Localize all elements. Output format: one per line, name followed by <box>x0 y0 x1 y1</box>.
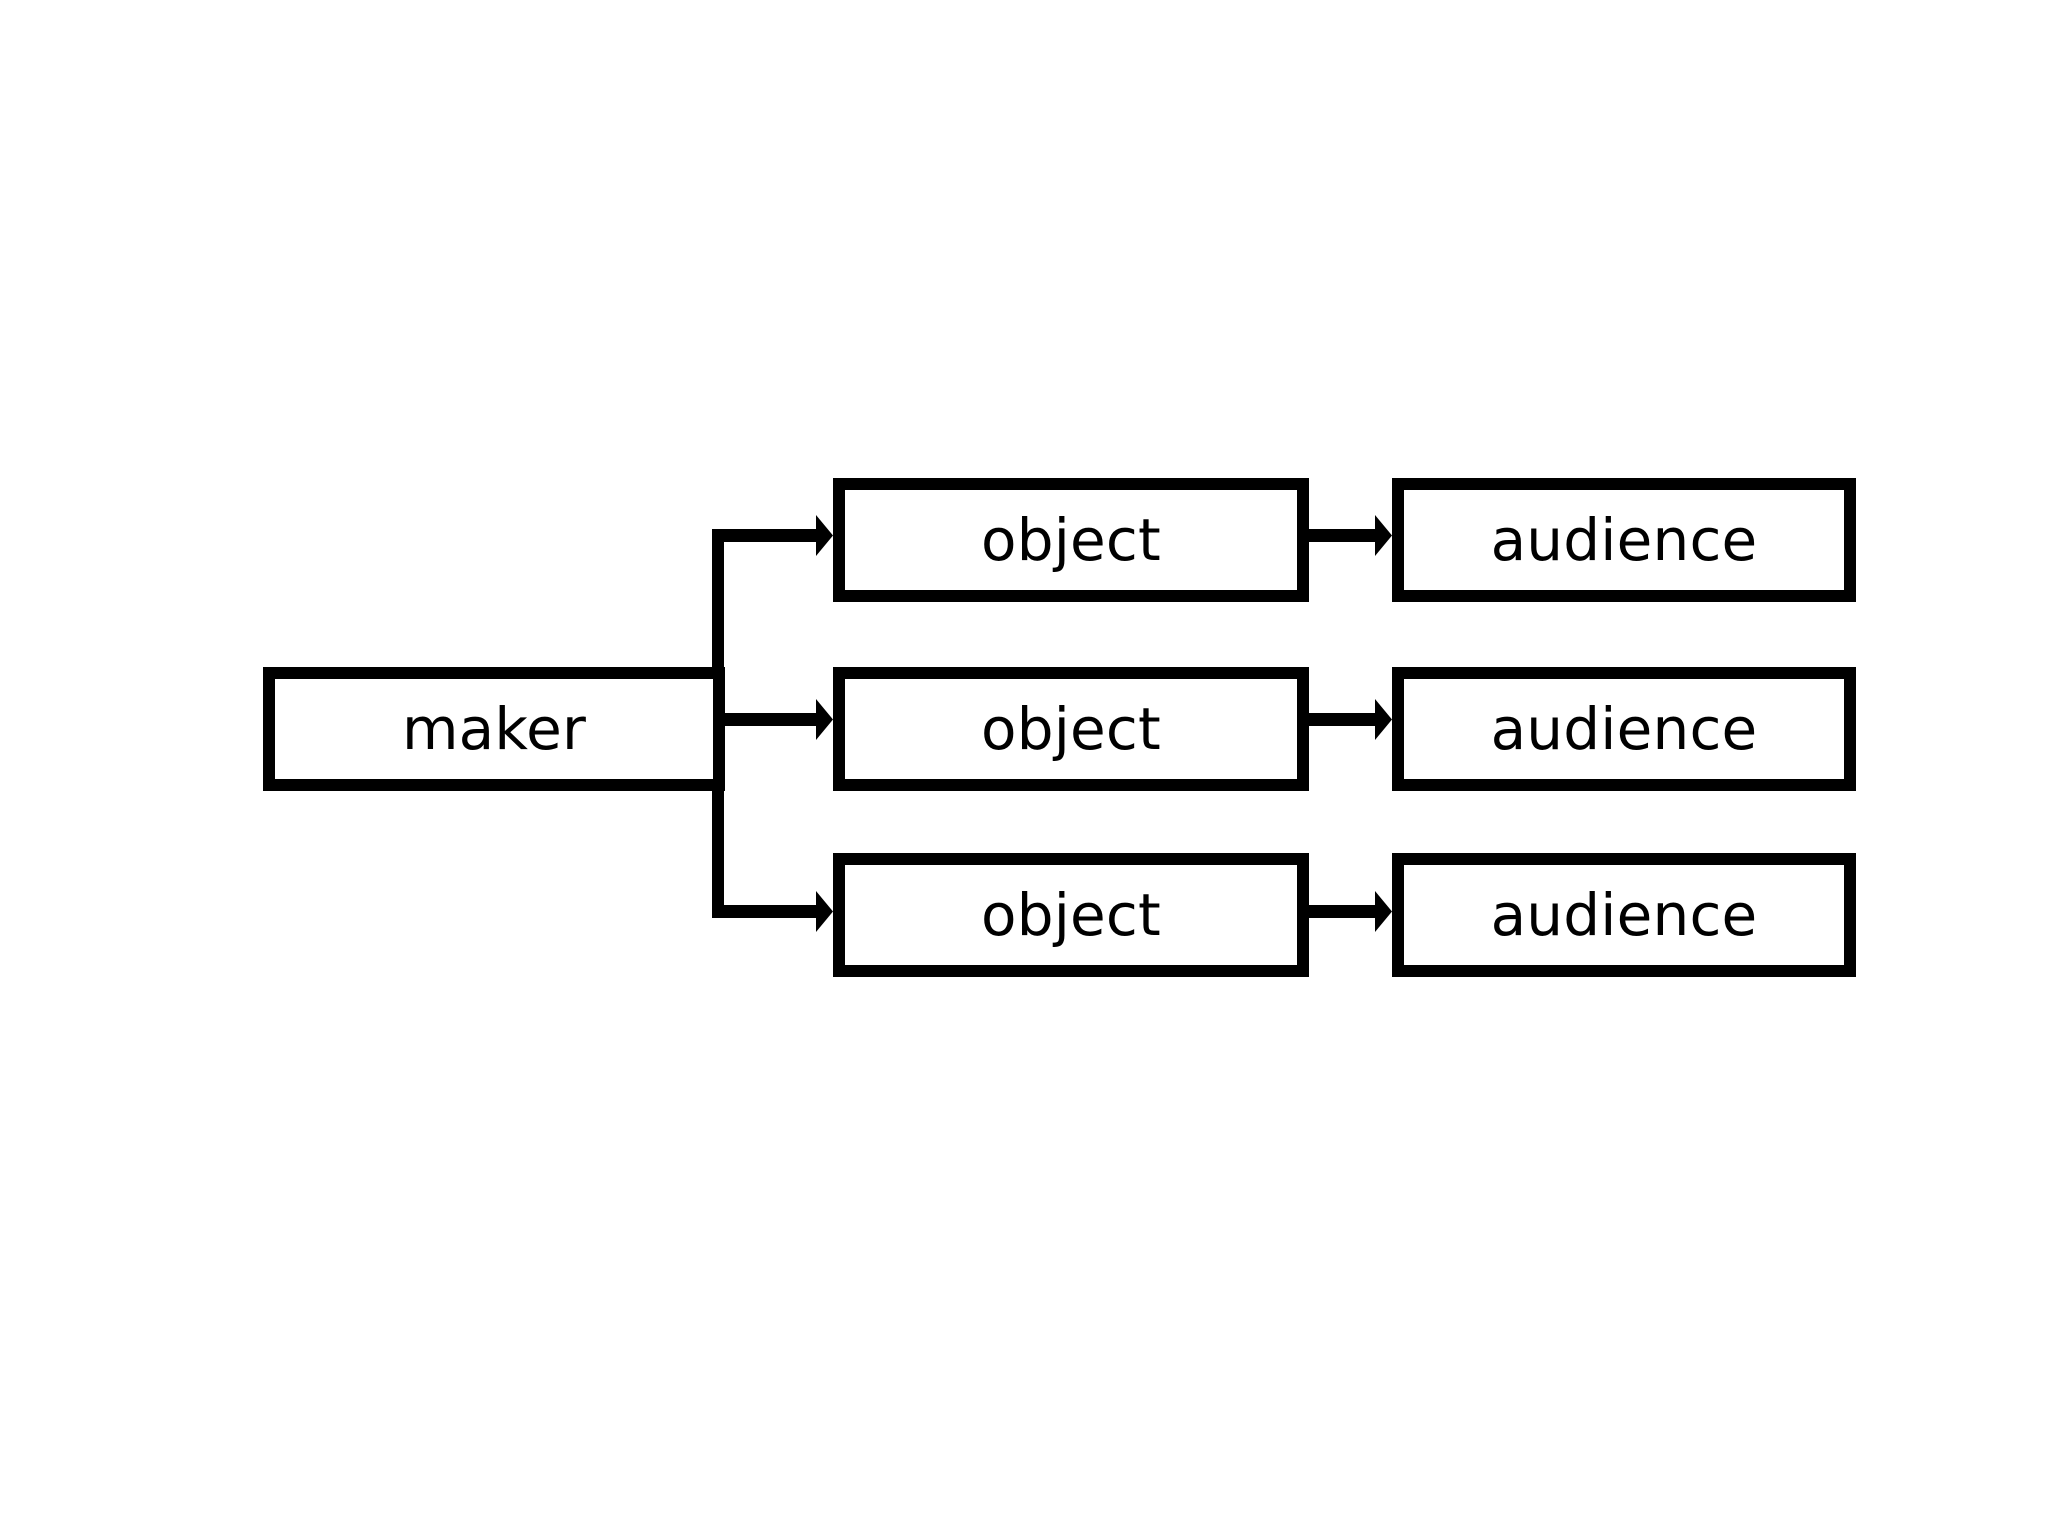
edge-object3-audience3-line <box>1309 905 1381 918</box>
node-object-2[interactable]: object <box>833 667 1309 791</box>
edge-object2-audience2-line <box>1309 713 1381 726</box>
edge-maker-object3-arrowhead <box>816 891 833 932</box>
node-maker[interactable]: maker <box>263 667 725 791</box>
node-audience-2-label: audience <box>1490 695 1758 763</box>
edge-maker-object1-line <box>712 529 820 542</box>
node-object-1[interactable]: object <box>833 478 1309 602</box>
edge-object2-audience2-arrowhead <box>1375 699 1392 740</box>
node-object-1-label: object <box>981 506 1161 574</box>
edge-maker-object3-line <box>712 905 820 918</box>
node-audience-1[interactable]: audience <box>1392 478 1856 602</box>
node-object-3-label: object <box>981 881 1161 949</box>
node-audience-3-label: audience <box>1490 881 1758 949</box>
node-object-2-label: object <box>981 695 1161 763</box>
edge-object1-audience1-arrowhead <box>1375 515 1392 556</box>
edge-object3-audience3-arrowhead <box>1375 891 1392 932</box>
edge-object1-audience1-line <box>1309 529 1381 542</box>
node-audience-3[interactable]: audience <box>1392 853 1856 977</box>
edge-maker-object2-arrowhead <box>816 699 833 740</box>
node-audience-2[interactable]: audience <box>1392 667 1856 791</box>
edge-maker-object2-line <box>712 713 820 726</box>
node-audience-1-label: audience <box>1490 506 1758 574</box>
node-object-3[interactable]: object <box>833 853 1309 977</box>
edge-maker-object1-arrowhead <box>816 515 833 556</box>
node-maker-label: maker <box>401 695 587 763</box>
